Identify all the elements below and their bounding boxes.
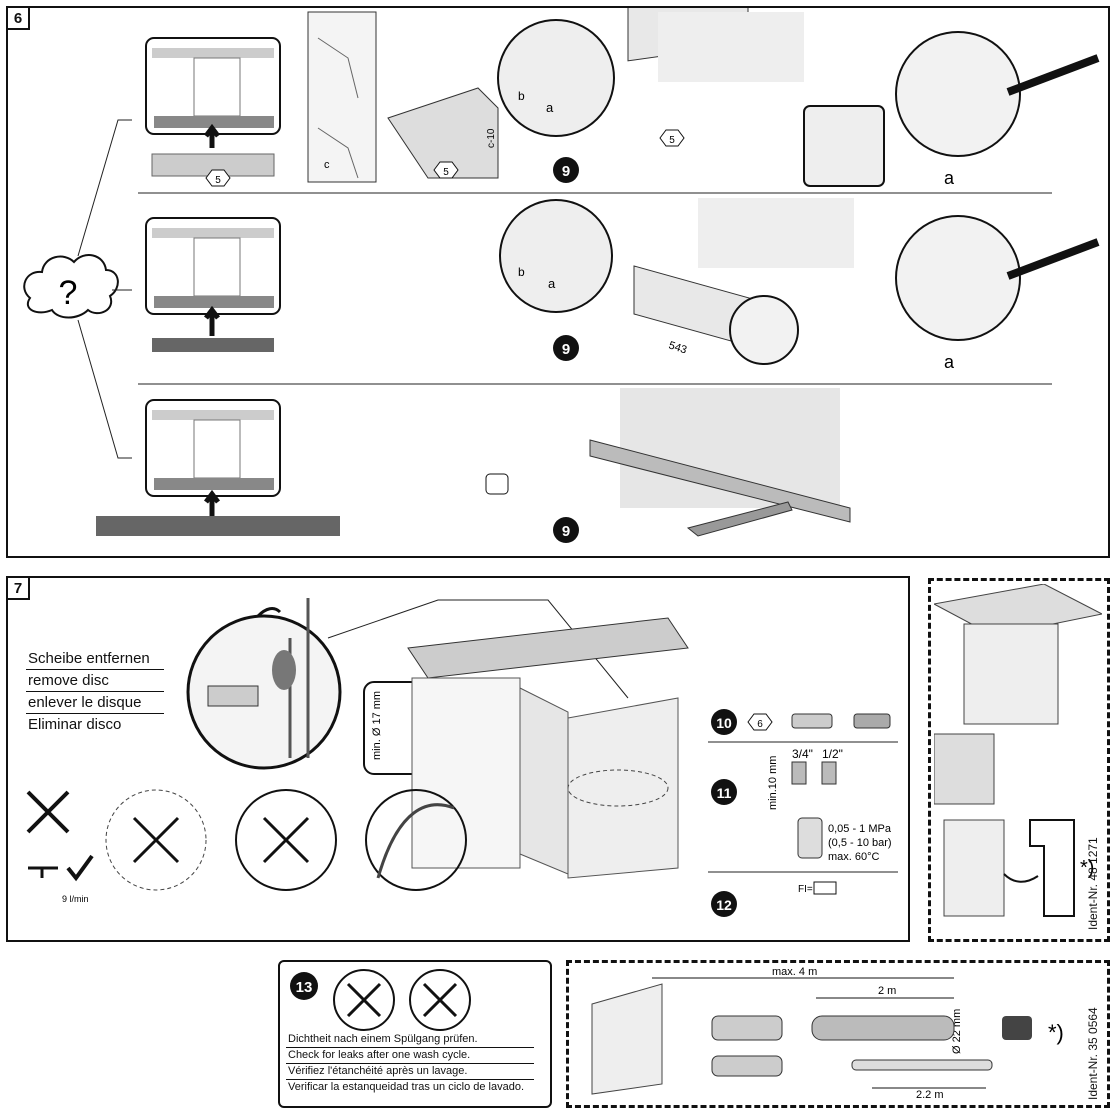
thread-12-text: 1/2" (822, 747, 843, 761)
dishwasher-row2-icon (145, 217, 281, 352)
ref-10-badge: 10 (711, 709, 737, 735)
ref-5-hex-icon-2: 5 (433, 161, 459, 179)
dim-c-text: c (324, 159, 330, 171)
tap-check-icon (28, 854, 94, 882)
remove-disc-fr: enlever le disque (26, 692, 164, 714)
dishwasher-row1-icon (145, 37, 281, 177)
dim-b-text-r2: b (518, 265, 525, 279)
ref-5-text: 5 (215, 175, 221, 186)
svg-text:6: 6 (757, 719, 763, 730)
step-13-illustration: 13 (290, 969, 471, 1031)
pressure-mpa-text: 0,05 - 1 MPa (828, 823, 892, 835)
dim-543-text: 543 (667, 339, 688, 356)
ref-12-badge: 12 (711, 891, 737, 917)
side-box-1-illustration: *) (934, 584, 1102, 917)
side-box-1 (928, 578, 1110, 942)
ref-5-hex-icon: 5 (205, 169, 231, 187)
ref-13-badge: 13 (290, 972, 318, 1000)
asterisk-note-1: *) (1080, 857, 1094, 879)
side-box-2-illustration: max. 4 m 2 m Ø 22 mm 2.2 m *) (591, 966, 1064, 1100)
svg-text:13: 13 (296, 979, 313, 996)
leak-check-en: Check for leaks after one wash cycle. (286, 1048, 534, 1064)
ref-5-hex-icon-3: 5 (659, 129, 685, 147)
dim-b-text-r1: b (518, 89, 525, 103)
question-mark-text: ? (59, 274, 78, 312)
side-box-2 (566, 960, 1110, 1108)
flow-rate-text: 9 l/min (62, 894, 89, 904)
question-cloud-icon: ? (23, 254, 119, 319)
ref-9-badge-2: 9 (553, 335, 579, 361)
pressure-bar-text: (0,5 - 10 bar) (828, 837, 892, 849)
ref-11-badge: 11 (711, 779, 737, 805)
svg-text:12: 12 (716, 897, 732, 913)
max-temp-text: max. 60°C (828, 851, 880, 863)
min-10mm-text: min.10 mm (767, 756, 779, 810)
ref-9-text-r2: 9 (562, 341, 570, 358)
rotate-arrow-icon (256, 607, 282, 618)
diam-22-text: Ø 22 mm (951, 1009, 963, 1054)
svg-text:5: 5 (443, 167, 449, 178)
ref-9-text-r3: 9 (562, 523, 570, 540)
length-22m-text: 2.2 m (916, 1089, 944, 1100)
step-7-number: 7 (6, 576, 30, 600)
step-7-illustration: min. Ø 17 mm 10 6 11 3/4" 1/2" min.10 mm… (26, 598, 898, 917)
leak-check-fr: Vérifiez l'étanchéité après un lavage. (286, 1064, 534, 1080)
ident-nr-1: Ident-Nr. 48 1271 (1086, 837, 1100, 930)
ref-6-hex-icon: 6 (747, 713, 773, 731)
ref-9-text-r1: 9 (562, 163, 570, 180)
step-6-illustration: ? c c-10 a b a (23, 8, 1100, 543)
dim-a-large-r1: a (944, 168, 955, 188)
step-6-number: 6 (6, 6, 30, 30)
remove-disc-en: remove disc (26, 670, 164, 692)
svg-text:10: 10 (716, 715, 732, 731)
leak-check-es: Verificar la estanqueidad tras un ciclo … (288, 1081, 525, 1093)
remove-disc-instructions: Scheibe entfernen remove disc enlever le… (26, 648, 164, 735)
dim-a-large-r2: a (944, 352, 955, 372)
dim-a-text-r1: a (546, 100, 554, 115)
svg-text:11: 11 (717, 785, 732, 801)
dishwasher-row3-icon (96, 399, 340, 536)
length-2m-text: 2 m (878, 985, 896, 997)
remove-disc-de: Scheibe entfernen (26, 648, 164, 670)
ident-nr-2: Ident-Nr. 35 0564 (1086, 1007, 1100, 1100)
leak-check-instructions: Dichtheit nach einem Spülgang prüfen. Ch… (286, 1032, 534, 1095)
remove-disc-es: Eliminar disco (28, 716, 122, 733)
dim-a-text-r2: a (548, 276, 556, 291)
ref-9-badge: 9 (553, 157, 579, 183)
no-siphon-icon (26, 790, 70, 834)
fi-label-text: FI= (798, 884, 813, 895)
max-length-text: max. 4 m (772, 966, 817, 978)
min-diameter-text: min. Ø 17 mm (371, 691, 383, 760)
svg-text:5: 5 (669, 135, 675, 146)
dim-c10-text: c-10 (486, 128, 497, 148)
thread-34-text: 3/4" (792, 747, 813, 761)
leak-check-de: Dichtheit nach einem Spülgang prüfen. (286, 1032, 534, 1048)
asterisk-note-2: *) (1048, 1020, 1064, 1045)
ref-9-badge-3: 9 (553, 517, 579, 543)
